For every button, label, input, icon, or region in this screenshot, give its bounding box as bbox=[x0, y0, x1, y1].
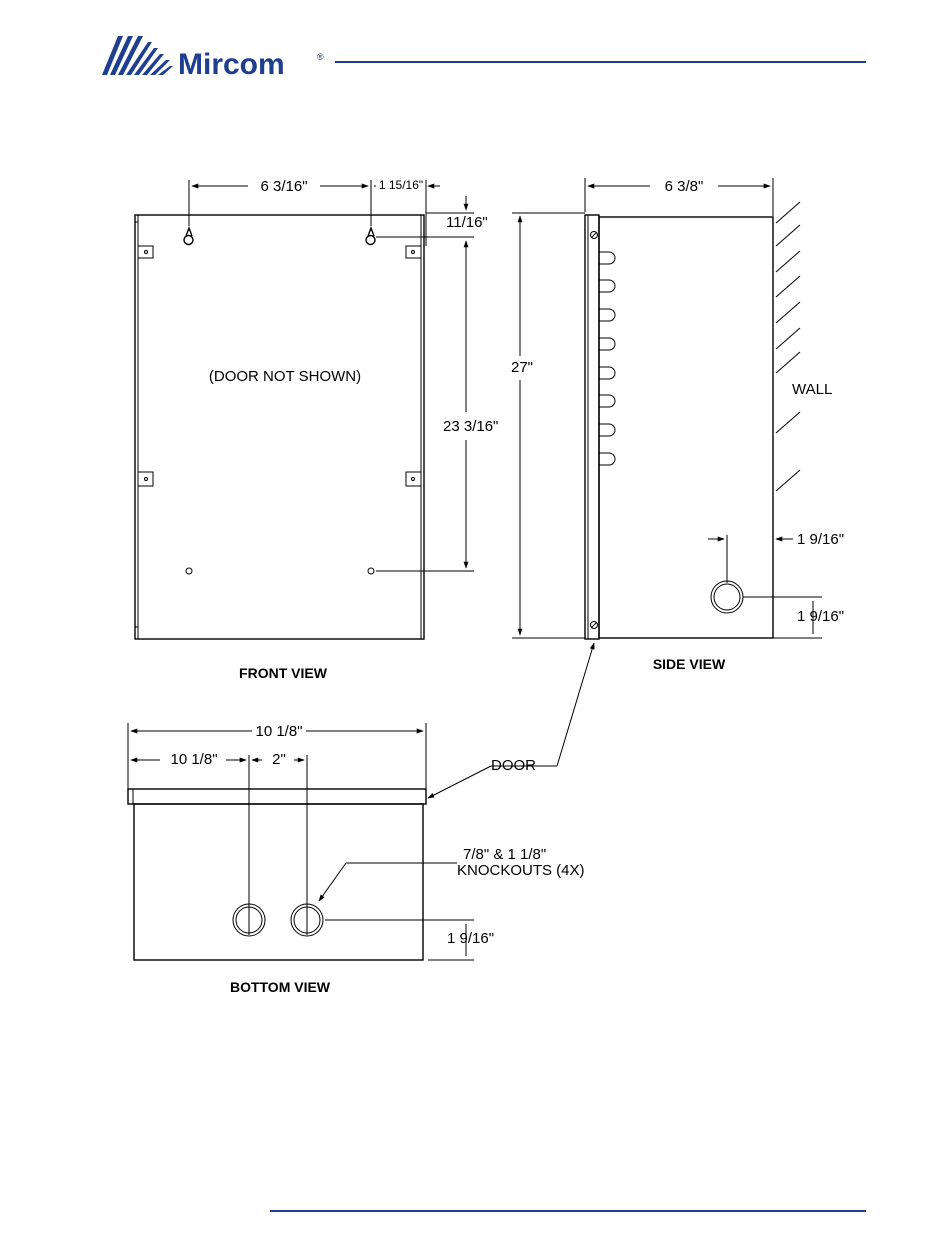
wall-label: WALL bbox=[792, 381, 832, 398]
keyhole-icon bbox=[366, 228, 375, 245]
door-label: DOOR bbox=[491, 757, 536, 774]
side-enclosure-body bbox=[599, 217, 773, 638]
bottom-dim-ko-height: 1 9/16" bbox=[447, 930, 494, 947]
front-dim-keyhole-to-edge: 1 15/16" bbox=[379, 178, 423, 192]
mounting-hole-icon bbox=[186, 568, 192, 574]
hinge-icon bbox=[138, 246, 153, 258]
side-dim-ko-from-wall: 1 9/16" bbox=[797, 531, 844, 548]
bottom-dim-overall: 10 1/8" bbox=[255, 723, 302, 740]
front-dim-top-offset: 11/16" bbox=[446, 214, 488, 231]
side-view: 27" 6 3/8" bbox=[511, 178, 844, 672]
mircom-logo: Mircom ® bbox=[102, 36, 324, 81]
side-view-title: SIDE VIEW bbox=[653, 656, 726, 672]
knockouts-label-count: KNOCKOUTS (4X) bbox=[457, 862, 585, 879]
bottom-dim-ko-spacing: 2" bbox=[272, 751, 286, 768]
front-view-title: FRONT VIEW bbox=[239, 665, 328, 681]
front-dim-hole-spacing: 23 3/16" bbox=[443, 418, 498, 435]
knockout-icon bbox=[711, 581, 743, 613]
front-enclosure-outline bbox=[135, 215, 424, 639]
logo-wordmark: Mircom bbox=[178, 48, 285, 81]
knockouts-label-sizes: 7/8" & 1 1/8" bbox=[463, 846, 546, 863]
keyhole-icon bbox=[184, 228, 193, 245]
vent-slots bbox=[599, 252, 615, 465]
mounting-hole-icon bbox=[368, 568, 374, 574]
side-dim-ko-from-bottom: 1 9/16" bbox=[797, 608, 844, 625]
side-dim-height: 27" bbox=[511, 359, 533, 376]
logo-mark-icon bbox=[102, 36, 173, 75]
wall-hatching bbox=[776, 202, 800, 491]
hinge-icon bbox=[406, 472, 421, 486]
bottom-view-title: BOTTOM VIEW bbox=[230, 979, 331, 995]
logo-trademark: ® bbox=[317, 52, 324, 62]
hinge-icon bbox=[406, 246, 421, 258]
bottom-dim-left: 10 1/8" bbox=[170, 751, 217, 768]
front-view: (DOOR NOT SHOWN) 6 3/16" 1 15/16" 11/16"… bbox=[135, 178, 498, 681]
side-dim-depth: 6 3/8" bbox=[665, 178, 704, 195]
side-door-edge bbox=[585, 215, 599, 639]
hinge-icon bbox=[138, 472, 153, 486]
bottom-door bbox=[128, 789, 426, 804]
door-not-shown-note: (DOOR NOT SHOWN) bbox=[209, 368, 361, 385]
front-dim-keyhole-spacing: 6 3/16" bbox=[260, 178, 307, 195]
bottom-enclosure-body bbox=[134, 804, 423, 960]
